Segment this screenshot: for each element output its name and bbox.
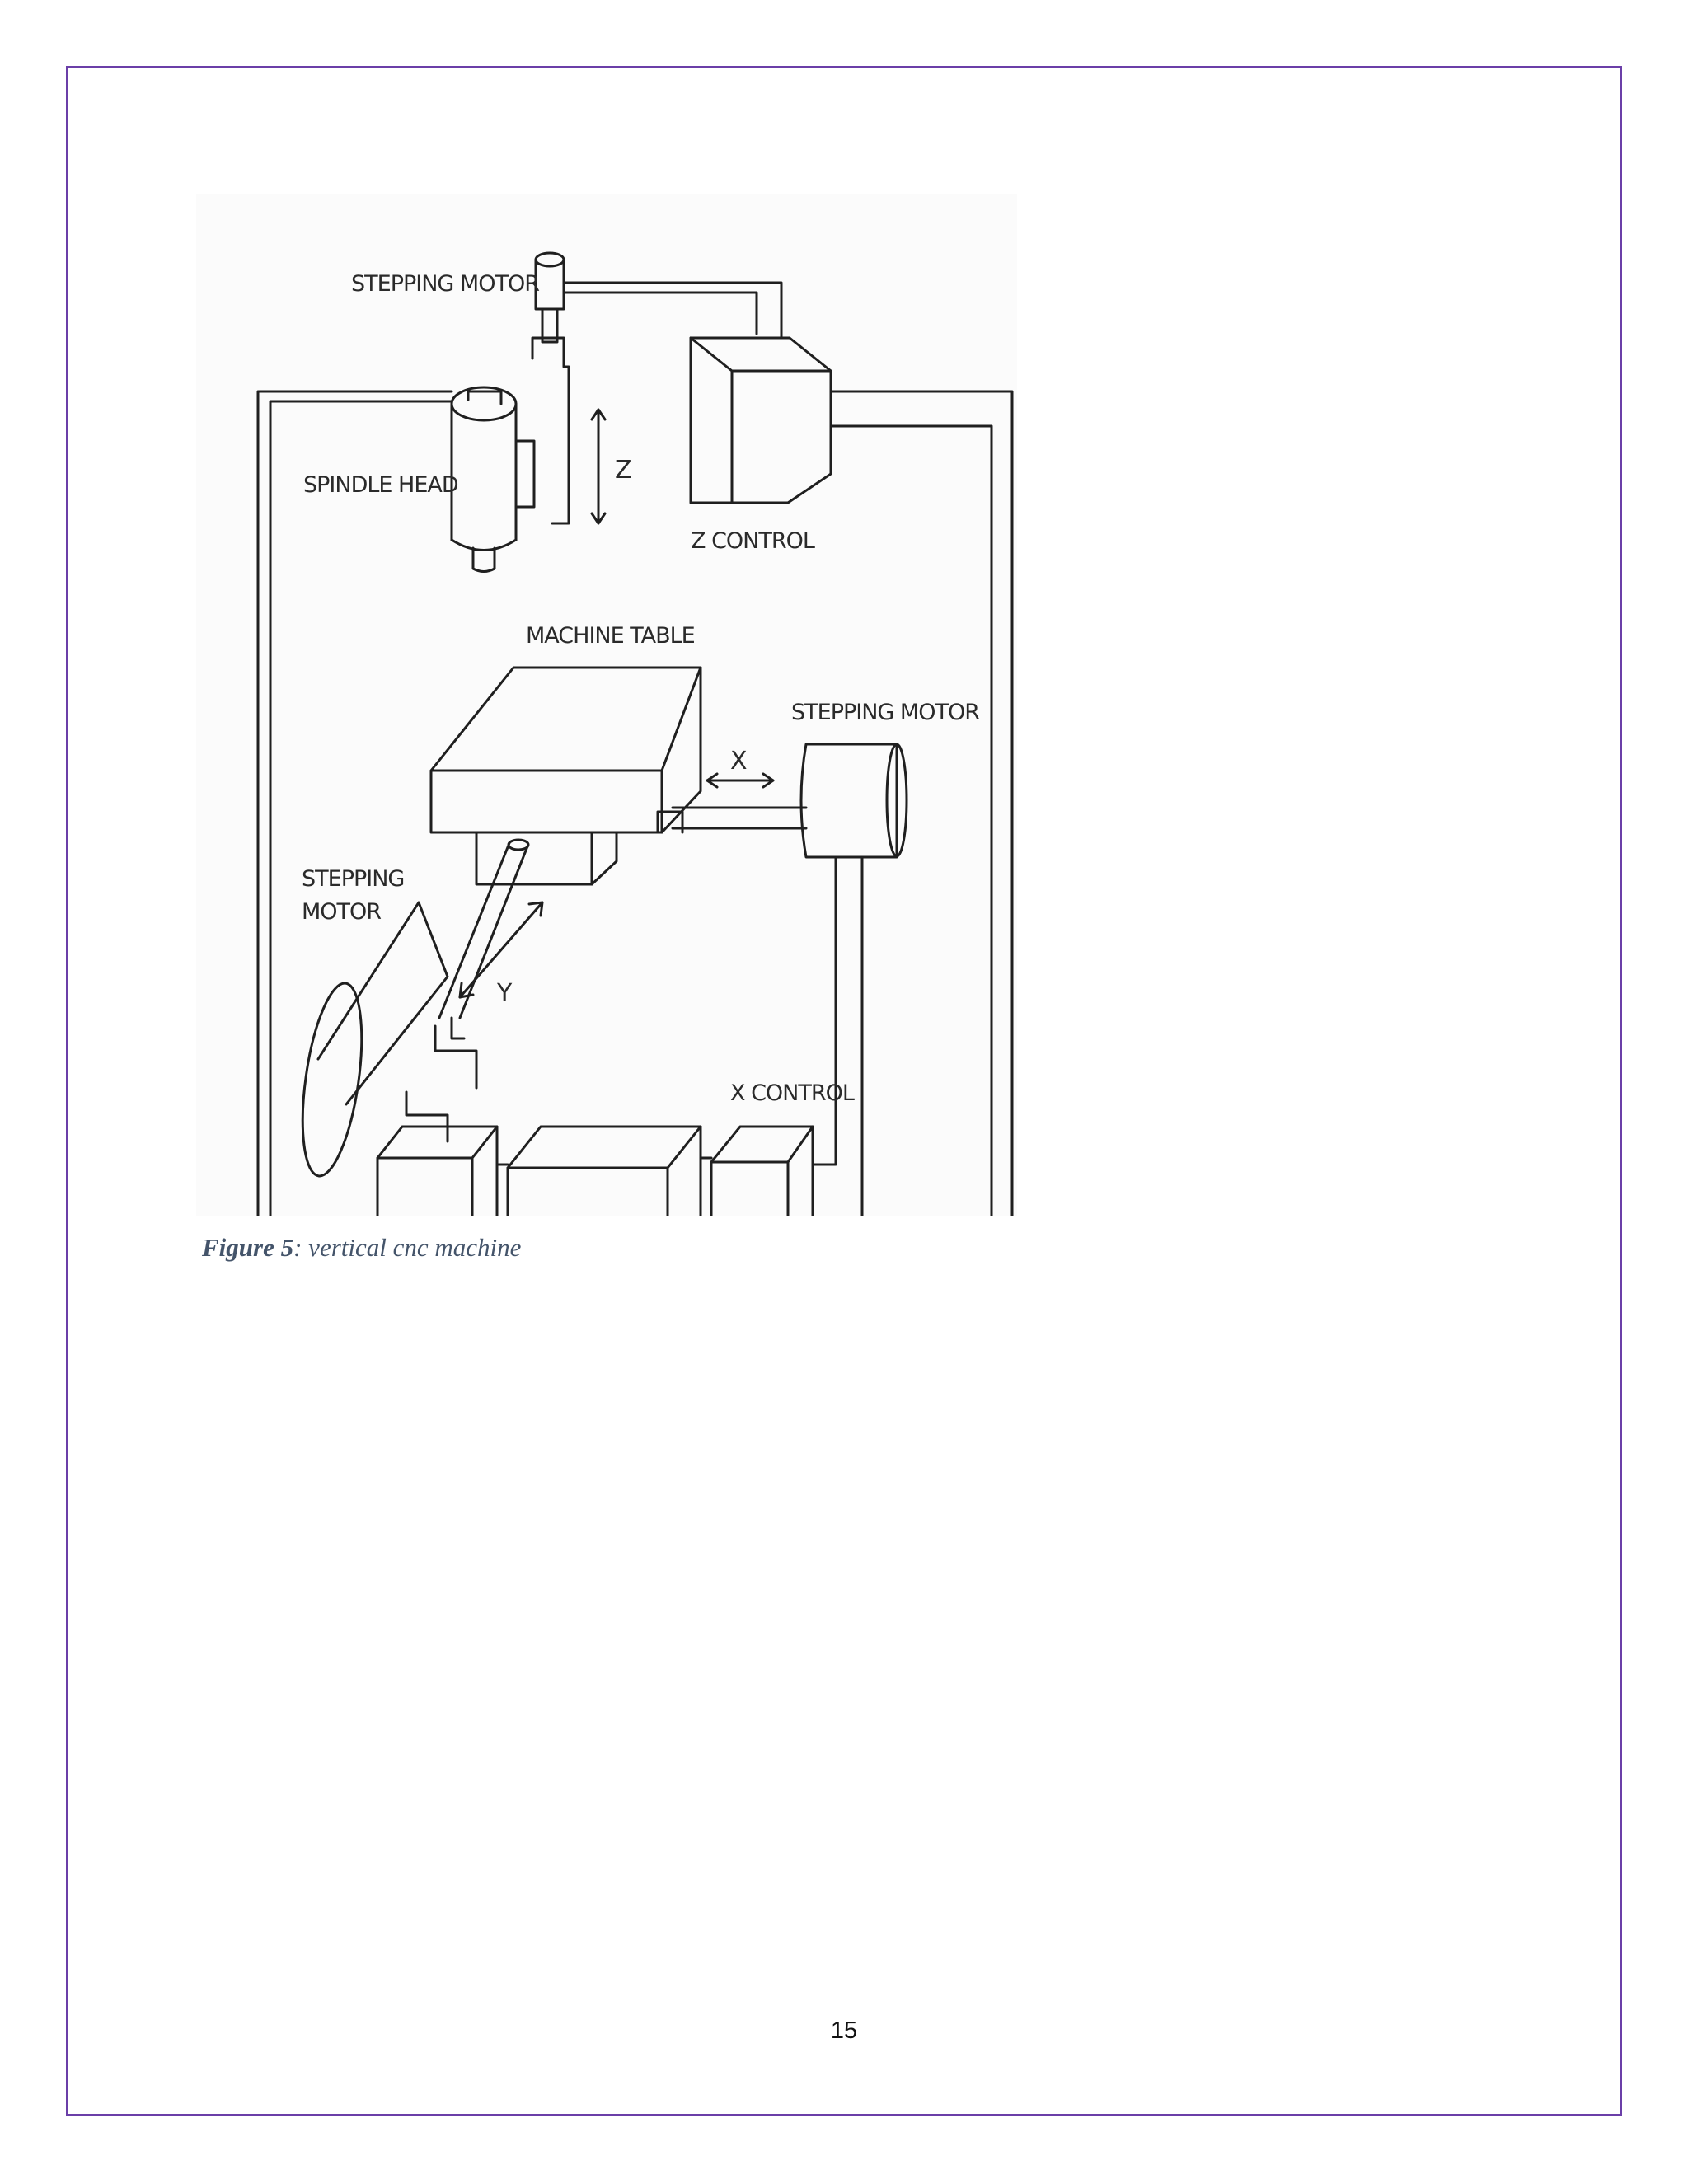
label-z-control: Z CONTROL <box>691 528 815 554</box>
label-spindle-head: SPINDLE HEAD <box>303 472 458 498</box>
z-axis-arrow <box>590 408 607 525</box>
label-stepping-motor-right: STEPPING MOTOR <box>791 700 979 725</box>
machine-table <box>429 666 702 886</box>
x-control-box <box>710 1125 814 1216</box>
label-stepping-motor-left-line2: MOTOR <box>302 899 381 925</box>
label-stepping-motor-left-line1: STEPPING <box>302 866 404 892</box>
y-control-box <box>376 1125 499 1216</box>
cnc-machine-figure: STEPPING MOTOR SPINDLE HEAD Z Z CONTROL … <box>196 194 1017 1216</box>
label-z-axis: Z <box>615 456 631 485</box>
y-stepping-motor <box>301 838 530 1178</box>
page-number: 15 <box>830 2018 858 2044</box>
z-control-box <box>689 336 832 504</box>
page-border <box>66 66 1622 2116</box>
label-y-axis: Y <box>496 979 513 1008</box>
top-stepping-motor <box>534 251 565 344</box>
figure-caption-text: : vertical cnc machine <box>293 1233 522 1262</box>
x-stepping-motor <box>656 743 908 859</box>
figure-caption-label: Figure 5 <box>202 1233 294 1262</box>
xmotor-cable <box>811 855 864 1216</box>
x-axis-arrow <box>706 772 775 789</box>
ymotor-cable <box>405 1016 478 1143</box>
spindle-head <box>450 336 570 573</box>
figure-caption: Figure 5: vertical cnc machine <box>202 1233 521 1263</box>
box-connectors <box>495 1156 713 1166</box>
outer-wiring <box>256 390 1014 1216</box>
cnc-machine-diagram: STEPPING MOTOR SPINDLE HEAD Z Z CONTROL … <box>196 194 1017 1216</box>
label-x-axis: X <box>730 747 747 776</box>
label-machine-table: MACHINE TABLE <box>526 623 695 649</box>
y-axis-arrow <box>458 901 544 999</box>
figure-background <box>196 194 1017 1216</box>
main-controller-box <box>506 1125 702 1216</box>
label-stepping-motor-top: STEPPING MOTOR <box>351 271 539 297</box>
motor-to-zcontrol-cable <box>562 281 783 340</box>
label-x-control: X CONTROL <box>730 1080 855 1106</box>
